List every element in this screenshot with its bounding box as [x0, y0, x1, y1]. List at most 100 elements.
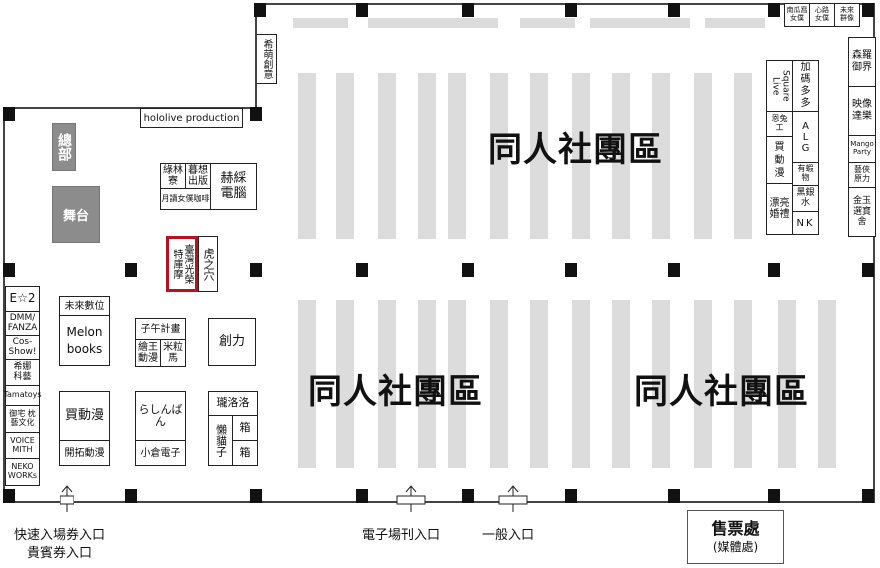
pillar [356, 3, 368, 17]
booth-enyou[interactable]: 恩兔工 [766, 111, 793, 137]
entrance-label-fast: 快速入場券入口 [14, 528, 106, 543]
aisle-block [652, 300, 670, 468]
booth-alg[interactable]: ALG [792, 111, 819, 163]
booth-mirai-group[interactable]: 未來群像 [834, 3, 860, 27]
aisle-block [490, 73, 508, 239]
booth-jinyu[interactable]: 金玉選寶舍 [848, 187, 876, 237]
booth-ogura[interactable]: 小倉電子 [135, 440, 186, 466]
pillar [250, 489, 262, 503]
entrance-arrow-general [498, 485, 528, 512]
booth-kaidoman[interactable]: 買動漫 [59, 391, 110, 441]
aisle-block [694, 73, 712, 239]
pillar [565, 3, 577, 17]
booth-xinlu[interactable]: 心路女僕 [809, 3, 835, 27]
aisle-block [530, 73, 548, 239]
booth-mirai-digital[interactable]: 未來數位 [59, 296, 110, 316]
booth-mili-ma[interactable]: 米粒馬 [160, 339, 186, 367]
booth-getsukyo[interactable]: 月讀女僕咖啡 [160, 188, 211, 210]
entrance-arrow-etickets [396, 485, 426, 512]
entrance-label-general: 一般入口 [482, 528, 535, 543]
aisle-block [378, 73, 396, 239]
booth-heiyin[interactable]: 黑銀水 [792, 185, 819, 212]
pillar [768, 3, 780, 17]
aisle-block [298, 73, 316, 239]
pillar [356, 263, 368, 277]
booth-youxia[interactable]: 有蝦物 [792, 162, 819, 186]
booth-box-1[interactable]: 箱 [232, 415, 258, 441]
booth-eizo[interactable]: 映像達樂 [848, 86, 876, 136]
booth-souriki[interactable]: 創力 [208, 318, 256, 366]
pillar [668, 489, 680, 503]
aisle-block [694, 300, 712, 468]
booth-gogo-plan[interactable]: 子午計畫 [135, 318, 186, 340]
pillar [462, 263, 474, 277]
pillar [462, 489, 474, 503]
booth-otaku-cult[interactable]: 御宅 枕藝文化 [5, 405, 40, 433]
aisle-block [448, 73, 466, 239]
booth-piaoliang[interactable]: 漂亮婚禮 [766, 183, 793, 235]
booth-hololive[interactable]: hololive production [140, 108, 243, 128]
pillar [768, 263, 780, 277]
pillar [862, 263, 874, 277]
left-wall [3, 107, 5, 503]
stage: 舞台 [52, 186, 100, 243]
booth-nankwa[interactable]: 南瓜窩女僕 [784, 3, 810, 27]
aisle-block [612, 73, 630, 239]
booth-cosshow[interactable]: Cos- Show! [5, 335, 40, 360]
booth-lanmao[interactable]: 懶貓子 [208, 415, 233, 466]
entrance-arrow-fast [60, 485, 74, 512]
aisle-block [448, 300, 466, 468]
entrance-label-etickets: 電子場刊入口 [362, 528, 441, 543]
aisle-block [520, 18, 575, 28]
aisle-block [378, 300, 396, 468]
booth-kena[interactable]: 希娜 科藝 [5, 359, 40, 386]
booth-square[interactable]: Square Live [766, 60, 793, 112]
left-upper-wall [255, 3, 257, 109]
booth-dmm[interactable]: DMM/ FANZA [5, 311, 40, 336]
ticket-office[interactable]: 售票處 (媒體處) [687, 510, 784, 564]
booth-kaitaku[interactable]: 開拓動漫 [59, 440, 110, 466]
booth-jiama[interactable]: 加碼多多 [792, 60, 819, 112]
pillar [3, 489, 15, 503]
aisle-block [530, 300, 548, 468]
headquarters: 總部 [52, 123, 76, 171]
zone-label-bottom-left: 同人社團區 [308, 372, 483, 412]
right-wall [873, 3, 875, 503]
mid-wall [3, 107, 257, 109]
booth-kira-moe[interactable]: 希萌創意 [257, 34, 277, 84]
booth-mango[interactable]: Mango Party [848, 135, 876, 163]
booth-ryokurin[interactable]: 綠林寮 [160, 163, 186, 189]
pillar [565, 489, 577, 503]
aisle-block [336, 300, 354, 468]
booth-tamatoys[interactable]: Tamatoys [3, 385, 42, 406]
aisle-block [734, 73, 752, 239]
booth-estar[interactable]: E☆2 [5, 286, 40, 312]
booth-voice-mith[interactable]: VOICE MITH [5, 432, 40, 459]
pillar [668, 3, 680, 17]
booth-rashinban[interactable]: らしんばん [135, 391, 186, 441]
aisle-block [818, 300, 836, 468]
booth-box-2[interactable]: 箱 [232, 440, 258, 466]
aisle-block [418, 300, 436, 468]
aisle-block [298, 300, 316, 468]
pillar [862, 489, 874, 503]
aisle-block [612, 300, 630, 468]
booth-senra[interactable]: 森羅御界 [848, 37, 876, 87]
booth-maidongman-right[interactable]: 買動漫 [766, 136, 793, 184]
booth-gosou[interactable]: 暮想出版 [185, 163, 211, 189]
booth-melon[interactable]: Melon books [59, 315, 110, 366]
aisle-block [572, 300, 590, 468]
booth-toranoana[interactable]: 虎之穴 [198, 236, 218, 292]
pillar [3, 263, 15, 277]
booth-longluo[interactable]: 瓏洛洛 [208, 391, 258, 416]
booth-hexian[interactable]: 赫綵電腦 [210, 163, 257, 210]
booth-kaiwang[interactable]: 繪王動漫 [135, 339, 161, 367]
booth-nk[interactable]: NK [792, 211, 819, 235]
pillar [862, 3, 874, 17]
booth-tecmo-koei[interactable]: 特庫摩 臺灣光榮 [166, 236, 198, 292]
aisle-block [418, 73, 436, 239]
pillar [250, 107, 262, 121]
aisle-block [778, 300, 796, 468]
booth-neko-works[interactable]: NEKO WORKs [5, 458, 40, 486]
booth-yixia[interactable]: 藝俠原力 [848, 162, 876, 188]
